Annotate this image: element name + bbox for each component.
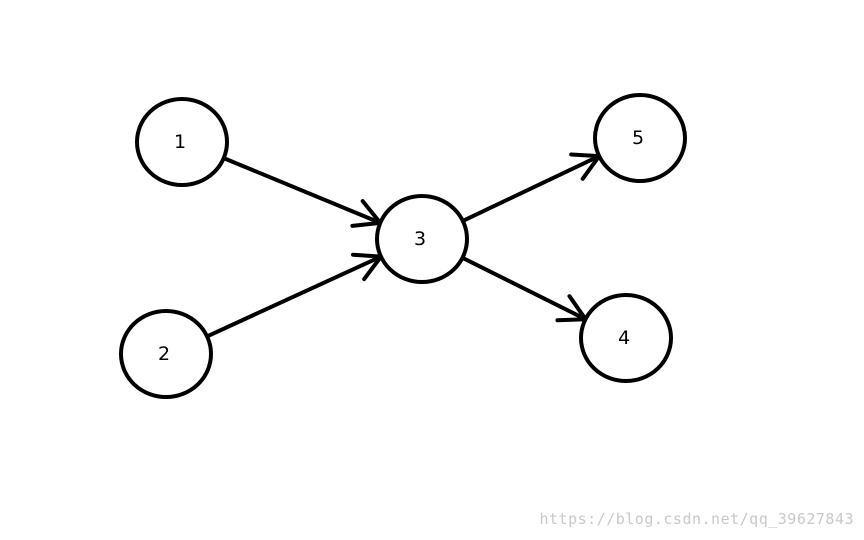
nodes-layer: 1 2 3 4 5 xyxy=(119,93,687,399)
edge-line xyxy=(460,154,602,223)
edge-line xyxy=(221,156,383,225)
node-circle xyxy=(375,194,469,284)
node-circle xyxy=(135,97,229,187)
node-5: 5 xyxy=(593,93,687,183)
node-1: 1 xyxy=(135,97,229,187)
edge-3-to-4 xyxy=(460,255,588,323)
node-circle xyxy=(579,293,673,383)
edge-line xyxy=(205,254,383,339)
node-label: 1 xyxy=(174,131,186,153)
watermark-text: https://blog.csdn.net/qq_39627843 xyxy=(539,510,854,528)
node-circle xyxy=(593,93,687,183)
node-3: 3 xyxy=(375,194,469,284)
node-circle xyxy=(119,309,213,399)
node-2: 2 xyxy=(119,309,213,399)
node-label: 2 xyxy=(158,343,170,365)
node-label: 3 xyxy=(414,228,426,250)
edge-2-to-3 xyxy=(205,252,383,339)
node-label: 4 xyxy=(618,327,630,349)
edge-1-to-3 xyxy=(221,156,383,228)
edge-3-to-5 xyxy=(460,152,602,223)
node-4: 4 xyxy=(579,293,673,383)
edge-line xyxy=(460,255,588,322)
node-label: 5 xyxy=(632,127,644,149)
